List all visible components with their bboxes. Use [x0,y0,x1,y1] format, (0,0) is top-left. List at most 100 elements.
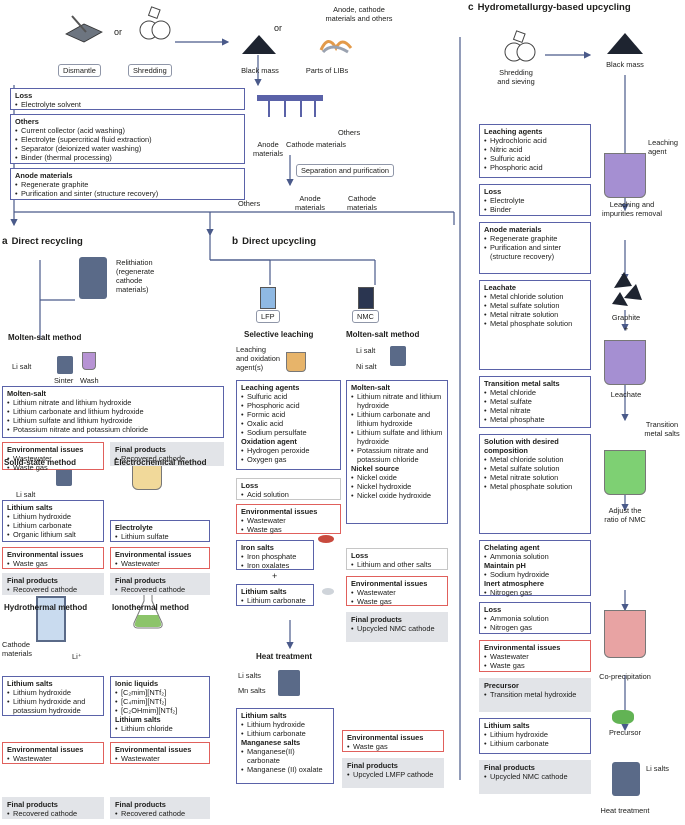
lithium-carbonate-icon [322,588,334,595]
adjust-beaker-icon [604,450,646,495]
c-anode-item: Purification and sinter (structure recov… [484,243,586,261]
b-env3-item: Waste gas [351,597,443,606]
a-iono-item: [C₂OHmim][NTf₂] [115,706,205,715]
a-molten-item: Lithium nitrate and lithium hydroxide [7,398,219,407]
nmc-label: NMC [352,310,379,323]
others-item: Separator (deionized water washing) [15,144,240,153]
cathode-materials-label: Cathode materials [2,640,32,658]
a-hydro-item: Lithium hydroxide and potassium hydroxid… [7,697,99,715]
graphite-icon [610,268,644,310]
b-lith-title: Lithium salts [241,587,287,596]
b-loss2-title: Loss [351,551,369,560]
leachate-label: Leachate [610,390,642,399]
a-final1-title: Final products [115,445,166,454]
others-item: Binder (thermal processing) [15,153,240,162]
sinter-label: Sinter [54,376,74,385]
black-mass-icon [240,32,278,56]
a-hydro-item: Lithium hydroxide [7,688,99,697]
a-env3-item: Wastewater [115,559,205,568]
coprecipitation-beaker-icon [604,610,646,658]
a-final2-title: Final products [7,576,58,585]
b-loss1-title: Loss [241,481,259,490]
electrochemical-method-title: Electrochemical method [114,458,207,467]
a-molten-title: Molten-salt [7,389,47,398]
b-final1-title: Final products [347,761,398,770]
c-anode-item: Regenerate graphite [484,234,586,243]
split-others-label: Others [338,128,361,137]
c-prec-item: Transition metal hydroxide [484,690,586,699]
others-item: Current collector (acid washing) [15,126,240,135]
a-env4-title: Environmental issues [7,745,84,754]
b-env2-item: Waste gas [347,742,439,751]
c-leachate-item: Metal phosphate solution [484,319,586,328]
anode-materials-title: Anode materials [15,171,73,180]
black-mass-label: Black mass [241,66,279,75]
c-li2-title: Lithium salts [484,721,530,730]
c-black-mass-label: Black mass [606,60,644,69]
a-solid-title: Lithium salts [7,503,53,512]
black-mass-c-icon [605,30,645,56]
b-iron-item: Iron phosphate [241,552,309,561]
b-molten-title: Molten-salt [351,383,391,392]
a-final4-title: Final products [7,800,58,809]
leach-beaker-icon [286,352,306,372]
hydrothermal-method-title: Hydrothermal method [4,603,88,612]
b-li-salt-label: Li salt [356,346,376,355]
lib-parts-label: Parts of LIBs [305,66,349,75]
b-env2-title: Environmental issues [347,733,424,742]
c-leach-title: Leaching agents [484,127,543,136]
tm-salts-label: Transition metal salts [644,420,680,438]
out-anode-label: Anode materials [295,194,325,212]
b-sel-item2: Oxygen gas [241,455,336,464]
b-molten-item: Lithium sulfate and lithium hydroxide [351,428,443,446]
leaching-agent-label: Leaching agent [648,138,678,156]
c-loss1-item: Binder [484,205,586,214]
a-final3-title: Final products [115,576,166,585]
c-sol-title: Solution with desired composition [484,437,559,455]
b-heat-item2: Manganese (II) oxalate [241,765,329,774]
a-env2-title: Environmental issues [7,550,84,559]
precursor-label: Precursor [608,728,642,737]
a-env1-item: Waste gas [7,463,99,472]
a-final5-item: Recovered cathode [115,809,205,818]
nmc-battery-icon [358,287,374,309]
a-iono-title2: Lithium salts [115,715,161,724]
b-loss1-item: Acid solution [241,490,336,499]
separation-label: Separation and purification [296,164,394,177]
lfp-battery-icon [260,287,276,309]
b-molten-item: Lithium nitrate and lithium hydroxide [351,392,443,410]
c-chel-title: Chelating agent [484,543,540,552]
graphite-label: Graphite [611,313,641,322]
c-leachate-title: Leachate [484,283,517,292]
iron-salt-icon [318,535,334,543]
a-molten-item: Lithium sulfate and lithium hydroxide [7,416,219,425]
a-electro-item: Lithium sulfate [115,532,205,541]
c-li2-item: Lithium carbonate [484,739,586,748]
section-b-letter: b [232,236,239,247]
c-sol-item: Metal nitrate solution [484,473,586,482]
b-molten-item: Potassium nitrate and potassium chloride [351,446,443,464]
a-hydro-title: Lithium salts [7,679,53,688]
or-text-2: or [274,23,283,33]
anode-cathode-others-label: Anode, cathode materials and others [325,5,393,23]
a-final3-item: Recovered cathode [115,585,205,594]
solid-state-furnace-icon [56,468,72,486]
heat-furnace-icon [278,670,300,696]
c-tm-title: Transition metal salts [484,379,560,388]
c-tm-item: Metal phosphate [484,415,586,424]
a-final5-title: Final products [115,800,166,809]
a-solid-item: Organic lithium salt [7,530,99,539]
b-nickel-item: Nickel oxide hydroxide [351,491,443,500]
section-c-title-text: Hydrometallurgy-based upcycling [477,2,631,13]
others-title: Others [15,117,39,126]
c-leachate-item: Metal nitrate solution [484,310,586,319]
c-final-item: Upcycled NMC cathode [484,772,586,781]
c-heat-treatment-label: Heat treatment [600,806,650,815]
c-inert-item: Nitrogen gas [484,588,586,597]
molten-furnace-icon [390,346,406,366]
leaching-beaker-icon [604,153,646,198]
relithiation-furnace-icon [79,257,107,299]
